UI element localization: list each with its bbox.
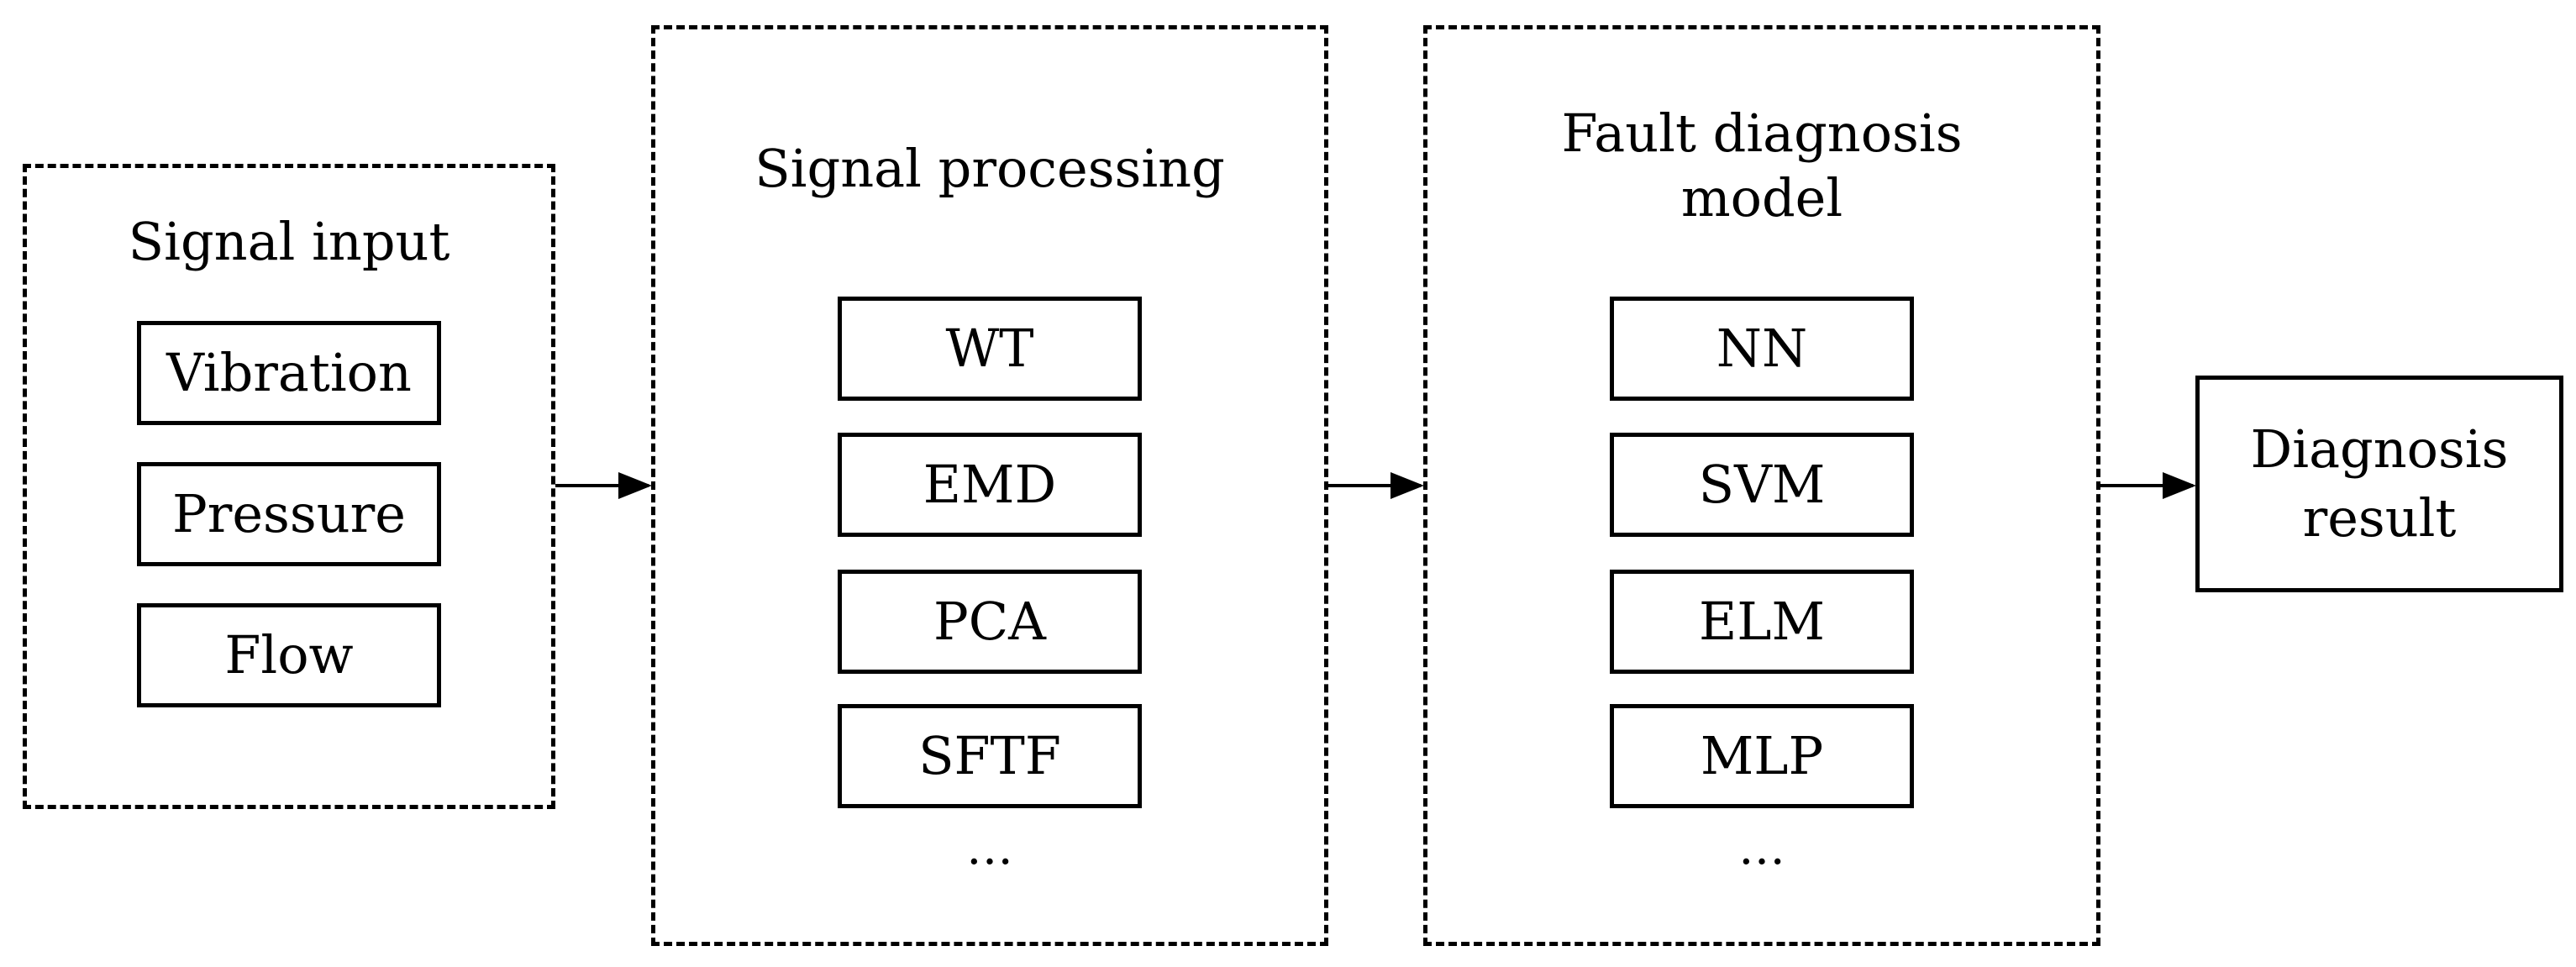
svm-box: SVM	[1610, 433, 1914, 537]
fault-diagnosis-title-line2: model	[1680, 167, 1843, 229]
model-more-ellipsis: …	[1738, 821, 1785, 875]
signal-input-group: Signal input	[23, 164, 555, 809]
vibration-box: Vibration	[137, 321, 441, 425]
flow-box: Flow	[137, 603, 441, 707]
fault-diagnosis-model-group: Fault diagnosis model	[1423, 25, 2100, 946]
signal-processing-group: Signal processing	[651, 25, 1328, 946]
signal-processing-title: Signal processing	[754, 138, 1225, 199]
wt-box: WT	[838, 297, 1142, 401]
pressure-box: Pressure	[137, 462, 441, 566]
mlp-box: MLP	[1610, 704, 1914, 808]
processing-more-ellipsis: …	[966, 821, 1013, 875]
elm-box: ELM	[1610, 570, 1914, 674]
nn-box: NN	[1610, 297, 1914, 401]
diagnosis-result-box: Diagnosis result	[2195, 376, 2563, 592]
emd-box: EMD	[838, 433, 1142, 537]
fault-diagnosis-title-line1: Fault diagnosis	[1561, 102, 1963, 164]
diagnosis-result-line1: Diagnosis	[2250, 418, 2509, 480]
signal-input-title: Signal input	[128, 211, 450, 272]
pca-box: PCA	[838, 570, 1142, 674]
diagnosis-result-line2: result	[2302, 487, 2457, 549]
sftf-box: SFTF	[838, 704, 1142, 808]
